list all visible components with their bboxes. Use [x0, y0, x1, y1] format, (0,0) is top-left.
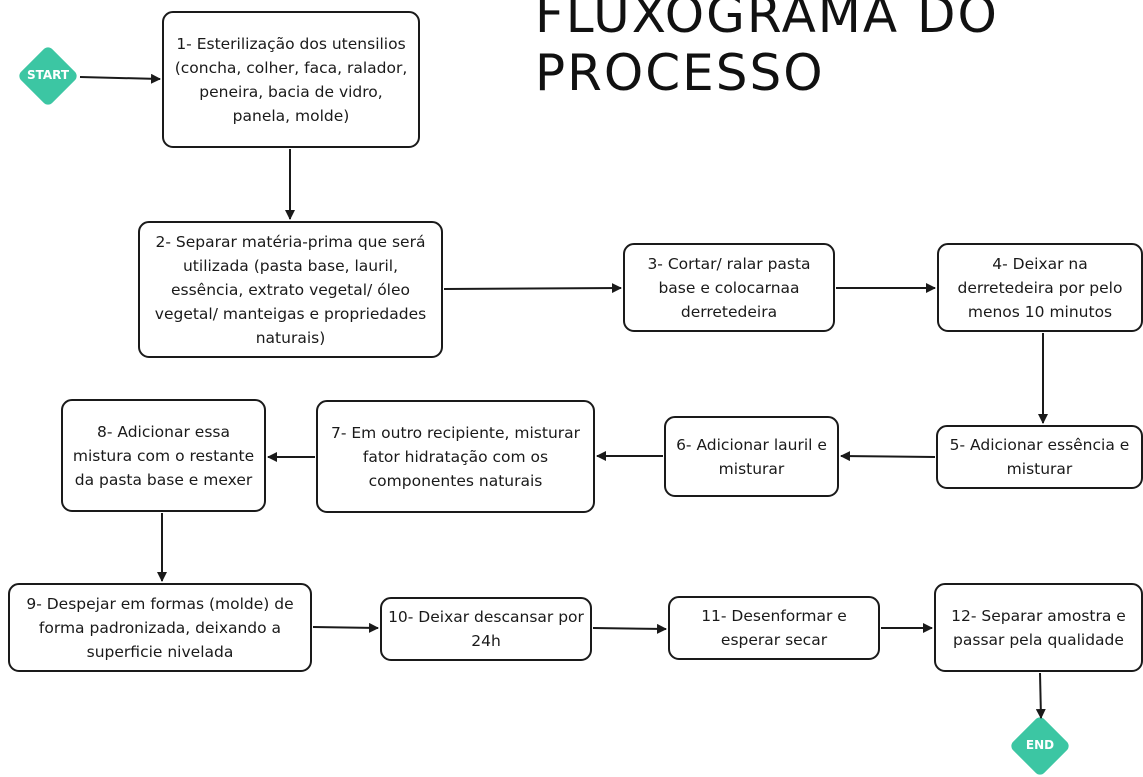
step-3-box: 3- Cortar/ ralar pasta base e colocarnaa…	[623, 243, 835, 332]
step-9-box: 9- Despejar em formas (molde) de forma p…	[8, 583, 312, 672]
step-11-box: 11- Desenformar e esperar secar	[668, 596, 880, 660]
end-label: END	[1025, 738, 1055, 752]
arrow-12-to-end	[1035, 672, 1046, 719]
step-2-box: 2- Separar matéria-prima que será utiliz…	[138, 221, 443, 358]
step-12-box: 12- Separar amostra e passar pela qualid…	[934, 583, 1143, 672]
arrow-10-to-11	[592, 623, 667, 634]
start-label: START	[26, 68, 70, 82]
arrow-start-to-1	[79, 73, 161, 84]
page-title: FLUXOGRAMA DO PROCESSO	[535, 0, 999, 102]
step-7-box: 7- Em outro recipiente, misturar fator h…	[316, 400, 595, 513]
step-6-box: 6- Adicionar lauril e misturar	[664, 416, 839, 497]
step-1-box: 1- Esterilização dos utensilios (concha,…	[162, 11, 420, 148]
step-5-box: 5- Adicionar essência e misturar	[936, 425, 1143, 489]
title-line-1: FLUXOGRAMA DO	[535, 0, 999, 44]
step-4-box: 4- Deixar na derretedeira por pelo menos…	[937, 243, 1143, 332]
step-10-box: 10- Deixar descansar por 24h	[380, 597, 592, 661]
arrow-5-to-6	[840, 451, 936, 462]
arrow-9-to-10	[312, 622, 379, 633]
title-line-2: PROCESSO	[535, 44, 825, 102]
step-8-box: 8- Adicionar essa mistura com o restante…	[61, 399, 266, 512]
arrow-2-to-3	[443, 283, 622, 294]
